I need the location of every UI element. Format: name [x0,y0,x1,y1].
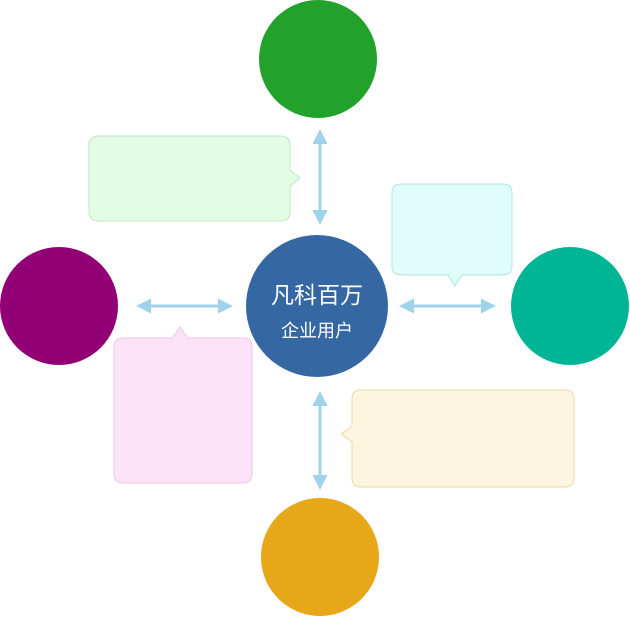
node-left [0,247,118,365]
callout-bottom-right [340,389,575,488]
callout-right [391,183,513,287]
center-subtitle: 企业用户 [281,321,353,342]
node-bottom [261,498,379,616]
callout-bottom-left [113,326,253,484]
node-right [511,247,629,365]
center-title: 凡科百万 [271,283,363,309]
node-top [259,0,377,118]
callout-top-left [88,135,301,222]
center-hub [246,235,388,377]
